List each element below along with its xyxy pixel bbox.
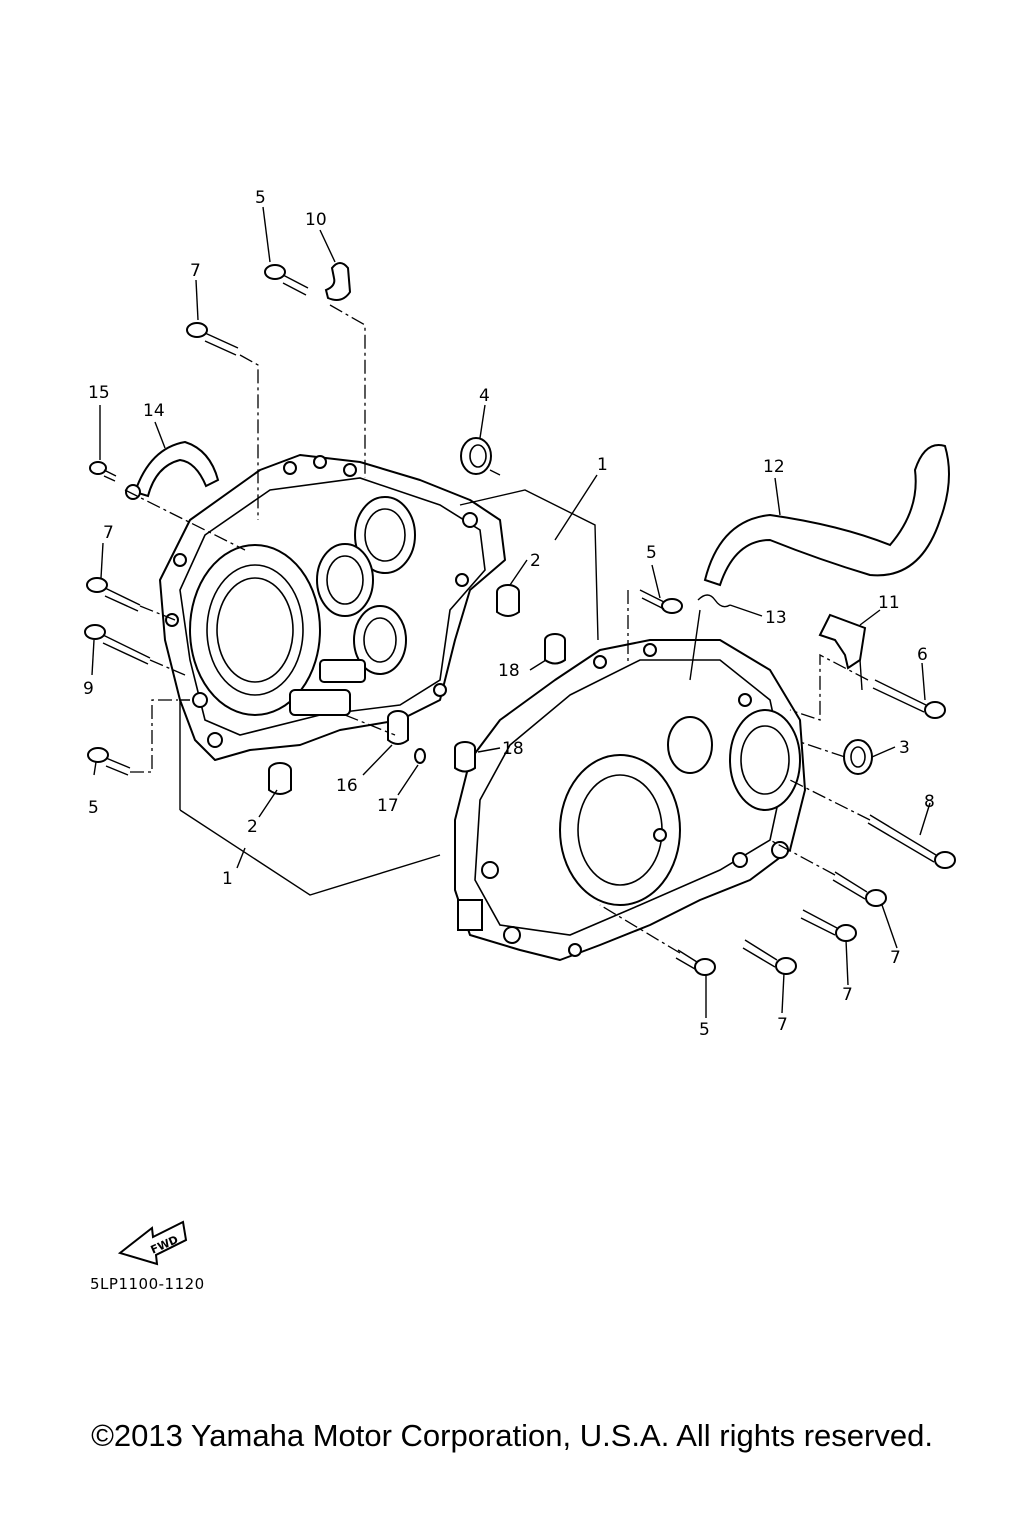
bolt-5-top bbox=[264, 264, 309, 296]
leader-lines bbox=[124, 304, 871, 954]
clip-14 bbox=[133, 440, 220, 498]
callout-14: 14 bbox=[143, 401, 165, 421]
collar-18-bottom bbox=[454, 741, 476, 773]
callout-2: 2 bbox=[530, 551, 541, 571]
callout-5: 5 bbox=[699, 1020, 710, 1040]
guide-11 bbox=[818, 613, 867, 670]
left-crankcase-half bbox=[159, 454, 506, 761]
bolt-8 bbox=[867, 814, 956, 869]
callout-8: 8 bbox=[924, 792, 935, 812]
callout-2: 2 bbox=[247, 817, 258, 837]
callout-12: 12 bbox=[763, 457, 785, 477]
callout-17: 17 bbox=[377, 796, 399, 816]
dowel-pin-2-left bbox=[268, 762, 292, 795]
bolt-5-bottom bbox=[675, 949, 716, 976]
fwd-arrow-icon: FWD bbox=[117, 1220, 188, 1266]
bolt-5-right-top bbox=[639, 589, 683, 614]
bolt-9 bbox=[84, 624, 151, 665]
callout-18: 18 bbox=[502, 739, 524, 759]
callout-3: 3 bbox=[899, 738, 910, 758]
callout-7: 7 bbox=[190, 261, 201, 281]
right-crankcase-half bbox=[454, 639, 806, 961]
diagram-code: 5LP1100-1120 bbox=[90, 1275, 205, 1293]
dowel-pin-16 bbox=[387, 710, 409, 745]
callout-1: 1 bbox=[597, 455, 608, 475]
copyright-notice: ©2013 Yamaha Motor Corporation, U.S.A. A… bbox=[91, 1418, 933, 1453]
oil-seal-4 bbox=[460, 437, 492, 475]
callout-1: 1 bbox=[222, 869, 233, 889]
dowel-pin-2-right bbox=[496, 584, 520, 617]
callout-15: 15 bbox=[88, 383, 110, 403]
collar-18-top bbox=[544, 633, 566, 665]
callout-10: 10 bbox=[305, 210, 327, 230]
callout-7: 7 bbox=[890, 948, 901, 968]
callout-numbers: 5 10 7 15 14 4 7 9 5 16 17 2 1 1 2 12 5 … bbox=[83, 188, 935, 1040]
bolt-5-left bbox=[87, 747, 131, 776]
callout-7: 7 bbox=[777, 1015, 788, 1035]
bolt-15 bbox=[89, 461, 117, 482]
o-ring-17 bbox=[414, 748, 426, 764]
callout-5: 5 bbox=[255, 188, 266, 208]
callout-7: 7 bbox=[842, 985, 853, 1005]
bolt-6 bbox=[872, 679, 946, 719]
callout-leaders bbox=[91, 206, 931, 1018]
callout-5: 5 bbox=[88, 798, 99, 818]
callout-6: 6 bbox=[917, 645, 928, 665]
callout-5: 5 bbox=[646, 543, 657, 563]
bolt-7-left bbox=[86, 577, 141, 612]
callout-7: 7 bbox=[103, 523, 114, 543]
bolt-7-right-3 bbox=[742, 939, 797, 975]
oil-seal-3 bbox=[843, 739, 873, 775]
callout-4: 4 bbox=[479, 386, 490, 406]
bolt-7-right-2 bbox=[800, 909, 857, 942]
callout-13: 13 bbox=[765, 608, 787, 628]
bolt-7-top bbox=[186, 322, 239, 356]
callout-11: 11 bbox=[878, 593, 900, 613]
clamp-10 bbox=[324, 262, 352, 301]
clip-13 bbox=[697, 594, 731, 608]
hose-12 bbox=[703, 444, 950, 587]
callout-18: 18 bbox=[498, 661, 520, 681]
bolt-7-right-1 bbox=[832, 871, 887, 907]
callout-9: 9 bbox=[83, 679, 94, 699]
callout-16: 16 bbox=[336, 776, 358, 796]
